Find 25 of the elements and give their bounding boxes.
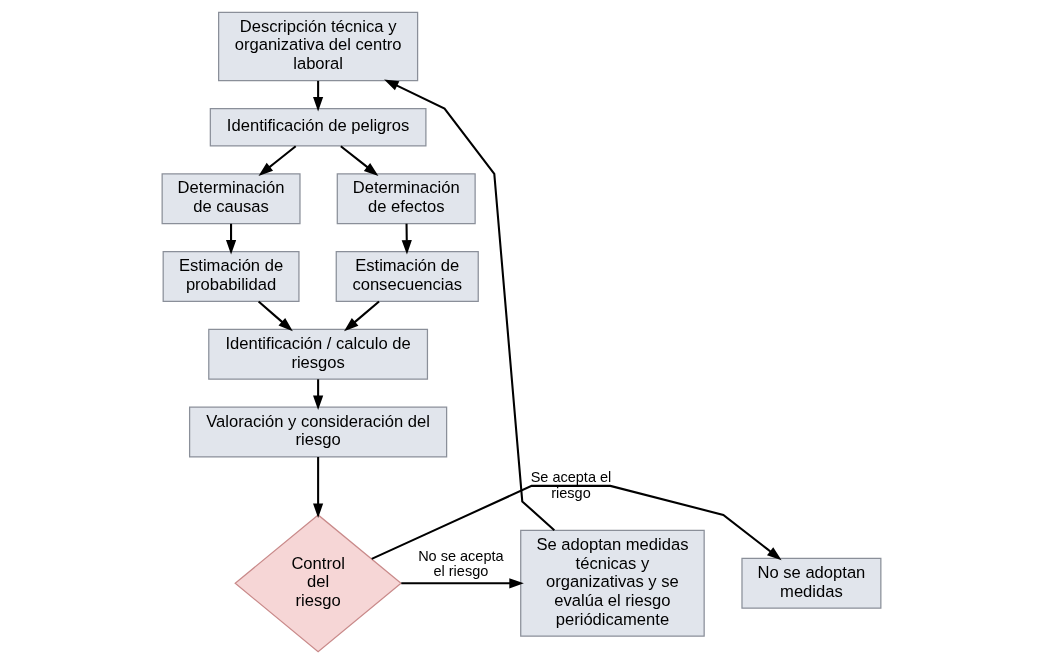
- node-box: Se adoptan medidas técnicas y organizativas y se evalúa el riesgo periódicamente: [519, 529, 705, 637]
- node-diamond: Control del riesgo: [233, 514, 402, 653]
- arrow: [400, 578, 524, 589]
- node-box: Identificación / calculo de riesgos: [207, 328, 428, 380]
- arrow: [383, 79, 555, 531]
- arrow: [343, 300, 380, 332]
- edge-label: No se acepta el riesgo: [417, 547, 504, 580]
- arrow: [370, 484, 782, 561]
- node-box: Valoración y consideración del riesgo: [188, 406, 447, 458]
- node-box: Estimación de probabilidad: [162, 251, 300, 303]
- node-box: Determinación de causas: [161, 173, 301, 225]
- edge-label: Se acepta el riesgo: [530, 468, 611, 501]
- arrow: [312, 457, 323, 518]
- node-box: Identificación de peligros: [209, 108, 426, 147]
- arrow: [225, 223, 236, 255]
- arrow: [401, 223, 412, 255]
- node-box: Descripción técnica y organizativa del centro laboral: [217, 11, 418, 82]
- node-box: Determinación de efectos: [336, 173, 476, 225]
- arrow: [312, 80, 323, 112]
- arrow: [339, 145, 378, 176]
- arrow: [312, 379, 323, 411]
- node-box: Estimación de consecuencias: [335, 251, 479, 303]
- arrow: [258, 145, 296, 176]
- arrow: [257, 300, 293, 332]
- node-box: No se adoptan medidas: [740, 557, 881, 609]
